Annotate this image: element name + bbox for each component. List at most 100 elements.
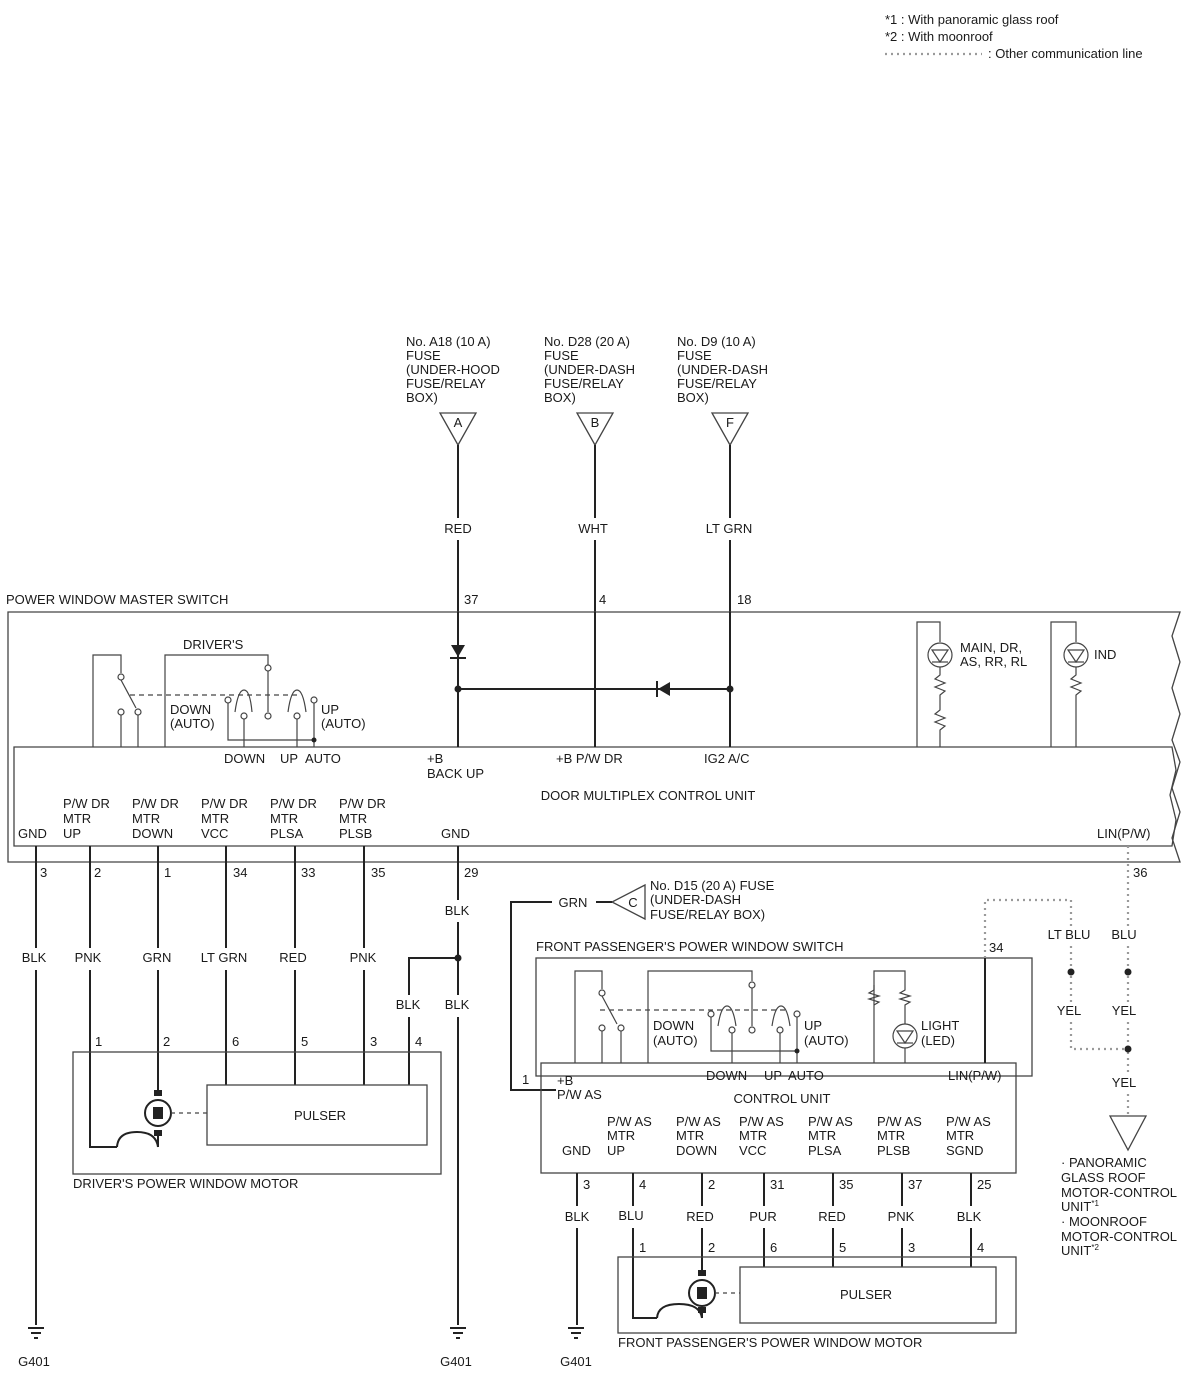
master-pin-plsb-1: P/W DR bbox=[339, 796, 386, 811]
roof-unit-line-7: UNIT*2 bbox=[1061, 1243, 1099, 1258]
fuse-b: No. D28 (20 A) FUSE (UNDER-DASH FUSE/REL… bbox=[544, 334, 635, 612]
master-pin-num-34: 34 bbox=[233, 865, 247, 880]
passenger-switch-title: FRONT PASSENGER'S POWER WINDOW SWITCH bbox=[536, 939, 844, 954]
lin-wire-yel-2: YEL bbox=[1112, 1003, 1137, 1018]
master-sw-up: UP bbox=[280, 751, 298, 766]
fuse-f-line-3: (UNDER-DASH bbox=[677, 362, 768, 377]
passenger-lin-label: LIN(P/W) bbox=[948, 1068, 1001, 1083]
passenger-pin-plsb-1: P/W AS bbox=[877, 1114, 922, 1129]
fuse-f-line-4: FUSE/RELAY bbox=[677, 376, 757, 391]
master-pin-num-3: 3 bbox=[40, 865, 47, 880]
master-pin-down-3: DOWN bbox=[132, 826, 173, 841]
passenger-lin-pin: 34 bbox=[989, 940, 1003, 955]
master-pin-plsa-1: P/W DR bbox=[270, 796, 317, 811]
passenger-sw-auto: AUTO bbox=[788, 1068, 824, 1083]
passenger-down-auto-1: DOWN bbox=[653, 1018, 694, 1033]
master-switch-outline bbox=[7, 611, 1181, 863]
drivers-motor-pin-2: 2 bbox=[163, 1034, 170, 1049]
passenger-pin-plsa-3: PLSA bbox=[808, 1143, 842, 1158]
master-pin-up-1: P/W DR bbox=[63, 796, 110, 811]
master-back-up: BACK UP bbox=[427, 766, 484, 781]
master-pin-down-2: MTR bbox=[132, 811, 160, 826]
passenger-pin-plsb-2: MTR bbox=[877, 1128, 905, 1143]
fuse-f: No. D9 (10 A) FUSE (UNDER-DASH FUSE/RELA… bbox=[677, 334, 768, 612]
fuse-f-line-1: No. D9 (10 A) bbox=[677, 334, 756, 349]
legend-note-1: *1 : With panoramic glass roof bbox=[885, 12, 1059, 27]
led-ind-label: IND bbox=[1094, 647, 1116, 662]
passenger-pulser-box bbox=[739, 1266, 997, 1324]
fuse-a-line-5: BOX) bbox=[406, 390, 438, 405]
wire-color-pnk-1: PNK bbox=[75, 950, 102, 965]
fuse-b-line-3: (UNDER-DASH bbox=[544, 362, 635, 377]
master-pin-plsb-2: MTR bbox=[339, 811, 367, 826]
diode-backup-icon bbox=[451, 645, 465, 657]
fuse-b-pin: 4 bbox=[599, 592, 606, 607]
roof-unit-line-6: MOTOR-CONTROL bbox=[1061, 1229, 1177, 1244]
drivers-switch-label: DRIVER'S bbox=[183, 637, 244, 652]
roof-unit-line-3: MOTOR-CONTROL bbox=[1061, 1185, 1177, 1200]
roof-unit-line-4-text: UNIT bbox=[1061, 1199, 1091, 1214]
master-pin-vcc-2: MTR bbox=[201, 811, 229, 826]
passenger-switch-outline bbox=[535, 957, 1033, 1077]
fuse-b-wire-color: WHT bbox=[578, 521, 608, 536]
fuse-b-connector-icon bbox=[575, 412, 615, 447]
p-wire-color-blu: BLU bbox=[618, 1208, 643, 1223]
passenger-pin-plsa-2: MTR bbox=[808, 1128, 836, 1143]
roof-unit-line-4: UNIT*1 bbox=[1061, 1199, 1099, 1214]
roof-motor-control-unit: · PANORAMIC GLASS ROOF MOTOR-CONTROL UNI… bbox=[1061, 1155, 1177, 1258]
passenger-pin-gnd: GND bbox=[562, 1143, 591, 1158]
drivers-motor-title: DRIVER'S POWER WINDOW MOTOR bbox=[73, 1176, 298, 1191]
passenger-pin-up-3: UP bbox=[607, 1143, 625, 1158]
master-sw-auto: AUTO bbox=[305, 751, 341, 766]
wire-color-blk-a: BLK bbox=[396, 997, 421, 1012]
passenger-plus-b-1: +B bbox=[557, 1073, 573, 1088]
passenger-output-wires: 3 4 2 31 35 37 25 BLK BLU RED PUR RED PN… bbox=[565, 1173, 991, 1325]
passenger-motor-pin-3: 3 bbox=[908, 1240, 915, 1255]
master-pin-gnd: GND bbox=[18, 826, 47, 841]
passenger-light-2: (LED) bbox=[921, 1033, 955, 1048]
wire-color-blk-1: BLK bbox=[22, 950, 47, 965]
roof-unit-line-7-text: UNIT bbox=[1061, 1243, 1091, 1258]
drivers-motor-pin-5: 5 bbox=[301, 1034, 308, 1049]
passenger-pin-plsb-3: PLSB bbox=[877, 1143, 910, 1158]
passenger-control-unit-label: CONTROL UNIT bbox=[733, 1091, 830, 1106]
passenger-motor-pin-2: 2 bbox=[708, 1240, 715, 1255]
wire-color-red-1: RED bbox=[279, 950, 306, 965]
master-pin-num-2: 2 bbox=[94, 865, 101, 880]
p-wire-color-red-2: RED bbox=[818, 1209, 845, 1224]
passenger-down-auto-2: (AUTO) bbox=[653, 1033, 698, 1048]
drivers-up-auto-2: (AUTO) bbox=[321, 716, 366, 731]
passenger-sw-up: UP bbox=[764, 1068, 782, 1083]
passenger-motor-pin-1: 1 bbox=[639, 1240, 646, 1255]
passenger-pin-num-37: 37 bbox=[908, 1177, 922, 1192]
drivers-motor-breaker-icon bbox=[116, 1130, 159, 1148]
wire-color-pnk-2: PNK bbox=[350, 950, 377, 965]
wire-color-blk-gnd: BLK bbox=[445, 903, 470, 918]
fuse-f-line-5: BOX) bbox=[677, 390, 709, 405]
led-main-icon bbox=[927, 642, 953, 668]
fuse-a-line-2: FUSE bbox=[406, 348, 441, 363]
drivers-motor-pin-6: 6 bbox=[232, 1034, 239, 1049]
lin-wire-yel-3: YEL bbox=[1112, 1075, 1137, 1090]
master-pin-plsa-2: MTR bbox=[270, 811, 298, 826]
passenger-up-auto-1: UP bbox=[804, 1018, 822, 1033]
front-passenger-power-window-switch: FRONT PASSENGER'S POWER WINDOW SWITCH CO… bbox=[535, 939, 1033, 1174]
passenger-motor-pin-5: 5 bbox=[839, 1240, 846, 1255]
drivers-motor-pin-4: 4 bbox=[415, 1034, 422, 1049]
passenger-pin-num-3: 3 bbox=[583, 1177, 590, 1192]
passenger-pin-up-1: P/W AS bbox=[607, 1114, 652, 1129]
fuse-f-connector-icon bbox=[710, 412, 750, 447]
passenger-pin-1: 1 bbox=[522, 1072, 529, 1087]
wire-color-blk-b: BLK bbox=[445, 997, 470, 1012]
fuse-a-line-3: (UNDER-HOOD bbox=[406, 362, 500, 377]
lin-wire-lt-blu: LT BLU bbox=[1048, 927, 1091, 942]
master-pin-gnd-2: GND bbox=[441, 826, 470, 841]
master-pin-num-36: 36 bbox=[1133, 865, 1147, 880]
master-pin-num-33: 33 bbox=[301, 865, 315, 880]
fuse-b-line-4: FUSE/RELAY bbox=[544, 376, 624, 391]
led-ind-icon bbox=[1063, 642, 1089, 668]
passenger-pin-down-3: DOWN bbox=[676, 1143, 717, 1158]
master-pin-num-29: 29 bbox=[464, 865, 478, 880]
passenger-sw-down: DOWN bbox=[706, 1068, 747, 1083]
fuse-b-letter: B bbox=[591, 415, 600, 430]
